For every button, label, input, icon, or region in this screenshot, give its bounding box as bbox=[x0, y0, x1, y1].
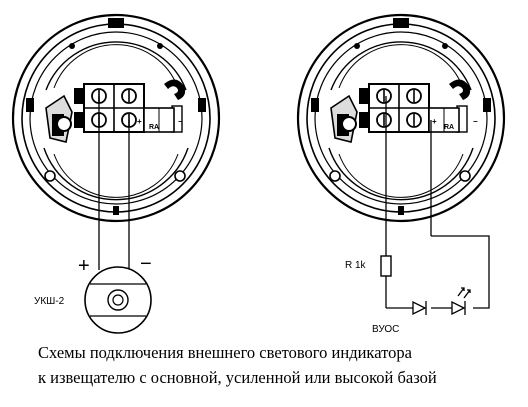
terminal-minus-mark-right: − bbox=[473, 117, 478, 126]
terminal-minus-mark-left: − bbox=[178, 117, 183, 126]
ukssh2-device bbox=[84, 266, 152, 334]
terminal-plus-mark-left: + bbox=[137, 117, 142, 126]
right-wiring bbox=[385, 96, 490, 309]
detector-base-right: + RA − bbox=[296, 13, 506, 223]
left-wiring bbox=[98, 96, 130, 270]
terminal-ra-mark-right: RA bbox=[444, 124, 454, 131]
caption-line-1: Схемы подключения внешнего светового инд… bbox=[38, 343, 412, 362]
polarity-plus-label: + bbox=[78, 255, 90, 277]
resistor-label: R 1k bbox=[345, 260, 367, 271]
diode-1 bbox=[412, 300, 427, 316]
led-diode bbox=[451, 287, 471, 316]
detector-base-left: + RA − bbox=[11, 13, 221, 223]
device-label: УКШ-2 bbox=[34, 296, 65, 307]
terminal-plus-mark-right: + bbox=[432, 117, 437, 126]
resistor-r1k bbox=[380, 255, 392, 277]
caption-line-2: к извещателю с основной, усиленной или в… bbox=[38, 368, 437, 387]
polarity-minus-label: − bbox=[140, 253, 152, 275]
terminal-ra-mark-left: RA bbox=[149, 124, 159, 131]
led-label: ВУОС bbox=[372, 324, 399, 335]
